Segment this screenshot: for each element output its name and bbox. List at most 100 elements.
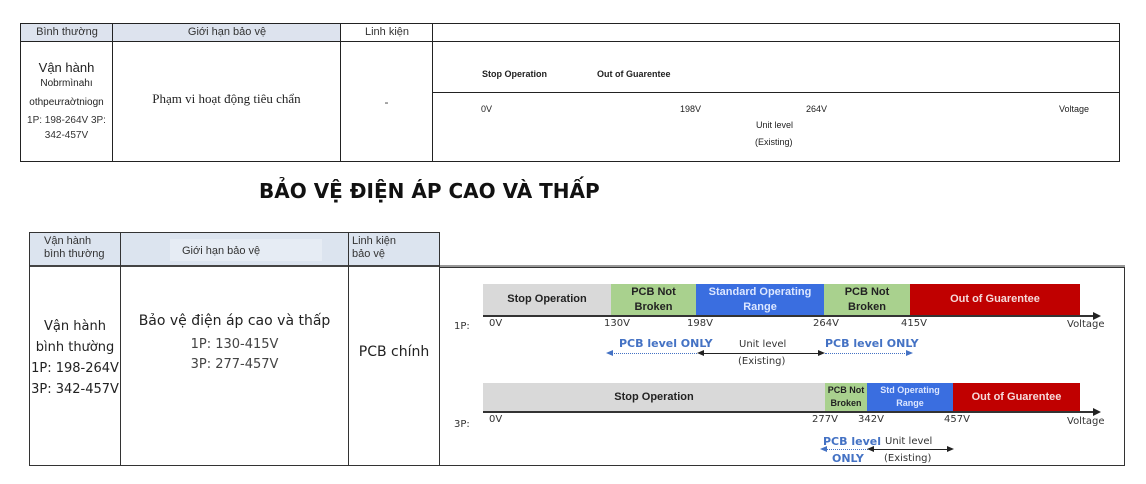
tick-457v: 457V	[944, 414, 970, 425]
segment-label: PCB Not	[844, 285, 890, 298]
segment-label: Std Operating	[880, 385, 940, 395]
existing-label: (Existing)	[738, 356, 786, 367]
only-label: ONLY	[832, 452, 864, 465]
segment-standard-operating-range: Standard Operating Range	[696, 284, 824, 315]
axis-label-voltage: Voltage	[1067, 416, 1105, 427]
arrow-right-icon	[906, 350, 913, 356]
standard-operation-table: Bình thường Giới hạn bảo vệ Linh kiện Vậ…	[20, 23, 1120, 162]
tick-0v: 0V	[489, 318, 503, 329]
unit-level-range-line	[873, 449, 948, 450]
protection-limit-cell: Bảo vệ điện áp cao và thấp 1P: 130-415V …	[121, 269, 348, 465]
pcb-level-label: PCB level	[823, 435, 881, 448]
segment-stop-operation: Stop Operation	[483, 383, 825, 411]
unit-level-label: Unit level	[885, 436, 933, 447]
divider	[433, 92, 1119, 93]
arrow-left-icon	[820, 446, 827, 452]
segment-label: PCB Not	[631, 285, 676, 298]
header-diagram	[433, 24, 1119, 42]
normal-operation-title: Vận hành	[38, 60, 95, 75]
chart-area	[440, 267, 1125, 466]
segment-label: Stop Operation	[614, 390, 694, 403]
tick-277v: 277V	[812, 414, 838, 425]
voltage-axis	[483, 411, 1093, 413]
normal-operation-cell: Vận hành bình thường 1P: 198-264V 3P: 34…	[30, 269, 120, 465]
unit-level-range-line	[703, 353, 820, 354]
arrow-left-icon	[867, 446, 874, 452]
arrow-right-icon	[818, 350, 825, 356]
divider	[348, 233, 349, 465]
segment-std-operating-range: Std Operating Range	[867, 383, 953, 411]
voltage-range: 1P: 198-264V 3P: 342-457V	[27, 113, 106, 143]
pcb-level-range-line	[826, 449, 868, 450]
voltage-axis	[483, 315, 1093, 317]
legend-out-of-guarantee: Out of Guarentee	[597, 69, 671, 79]
protection-limit-cell: Phạm vi hoạt động tiêu chẩn	[152, 90, 301, 106]
normal-operation-cell: Vận hành Nobrmìnahı othpeưraờtniogn 1P: …	[21, 42, 112, 161]
segment-label: Out of Guarentee	[950, 293, 1040, 305]
range-3p: 3P: 277-457V	[190, 357, 279, 372]
arrow-left-icon	[606, 350, 613, 356]
divider	[112, 24, 113, 161]
legend-stop-operation: Stop Operation	[482, 69, 547, 79]
tick-264v: 264V	[806, 104, 828, 114]
segment-label: Standard Operating	[708, 285, 812, 298]
normal-operation-line: Vận hành	[44, 319, 106, 334]
phase-label-1p: 1P:	[454, 321, 470, 332]
tick-198v: 198V	[680, 104, 702, 114]
tick-0v: 0V	[489, 414, 503, 425]
header-protection-component: Linh kiện bảo vệ	[352, 235, 396, 261]
segment-label: PCB Not	[827, 385, 865, 395]
segment-pcb-not-broken: PCB Not Broken	[824, 284, 910, 315]
range-line: 342-457V	[44, 130, 89, 141]
pcb-level-range-line	[612, 353, 697, 354]
component-cell: -	[384, 94, 389, 109]
header-normal-operation: Vận hành bình thường	[44, 235, 104, 261]
header-normal: Bình thường	[21, 24, 113, 42]
pcb-level-only-label: PCB level ONLY	[619, 337, 713, 350]
segment-stop-operation: Stop Operation	[483, 284, 611, 315]
segment-label: Broken	[830, 398, 862, 408]
divider	[120, 233, 121, 465]
tick-130v: 130V	[604, 318, 630, 329]
tick-198v: 198V	[687, 318, 713, 329]
existing-label: (Existing)	[884, 453, 932, 464]
header-protection-limit: Giới hạn bảo vệ	[113, 24, 341, 42]
header-line: bảo vệ	[352, 248, 386, 260]
segment-label: Broken	[634, 300, 673, 313]
header-protection-limit: Giới hạn bảo vệ	[182, 245, 261, 257]
segment-label: Range	[896, 398, 924, 408]
axis-arrow-icon	[1093, 408, 1101, 416]
section-heading: BẢO VỆ ĐIỆN ÁP CAO VÀ THẤP	[259, 179, 600, 203]
phase-label-3p: 3P:	[454, 419, 470, 430]
voltage-protection-table: Vận hành bình thường Giới hạn bảo vệ Lin…	[29, 232, 440, 466]
segment-pcb-not-broken: PCB Not Broken	[611, 284, 696, 315]
segment-out-of-guarantee: Out of Guarentee	[953, 383, 1080, 411]
header-line: Linh kiện	[352, 235, 397, 247]
unit-level-label: Unit level	[739, 339, 787, 350]
segment-label: Range	[743, 300, 777, 313]
range-1p: 1P: 130-415V	[190, 337, 279, 352]
pcb-level-range-line	[825, 353, 907, 354]
axis-arrow-icon	[1093, 312, 1101, 320]
tick-415v: 415V	[901, 318, 927, 329]
tick-0v: 0V	[481, 104, 493, 114]
tick-342v: 342V	[858, 414, 884, 425]
unit-level-label: Unit level	[756, 120, 794, 130]
pcb-level-only-label: PCB level ONLY	[825, 337, 919, 350]
protection-component-cell: PCB chính	[358, 344, 430, 360]
divider	[440, 265, 1125, 267]
segment-label: Broken	[848, 300, 886, 313]
divider	[439, 233, 440, 465]
header-line: bình thường	[44, 248, 105, 260]
range-1p: 1P: 198-264V	[31, 361, 119, 376]
header-line: Vận hành	[44, 235, 92, 247]
axis-label-voltage: Voltage	[1059, 104, 1090, 114]
range-3p: 3P: 342-457V	[31, 382, 119, 397]
divider	[340, 24, 341, 161]
segment-label: Out of Guarentee	[971, 390, 1062, 403]
protection-title: Bảo vệ điện áp cao và thấp	[138, 313, 331, 329]
divider	[432, 24, 433, 161]
garbled-text: Nobrmìnahı	[40, 78, 93, 89]
segment-pcb-not-broken: PCB Not Broken	[825, 383, 867, 411]
arrow-left-icon	[697, 350, 704, 356]
